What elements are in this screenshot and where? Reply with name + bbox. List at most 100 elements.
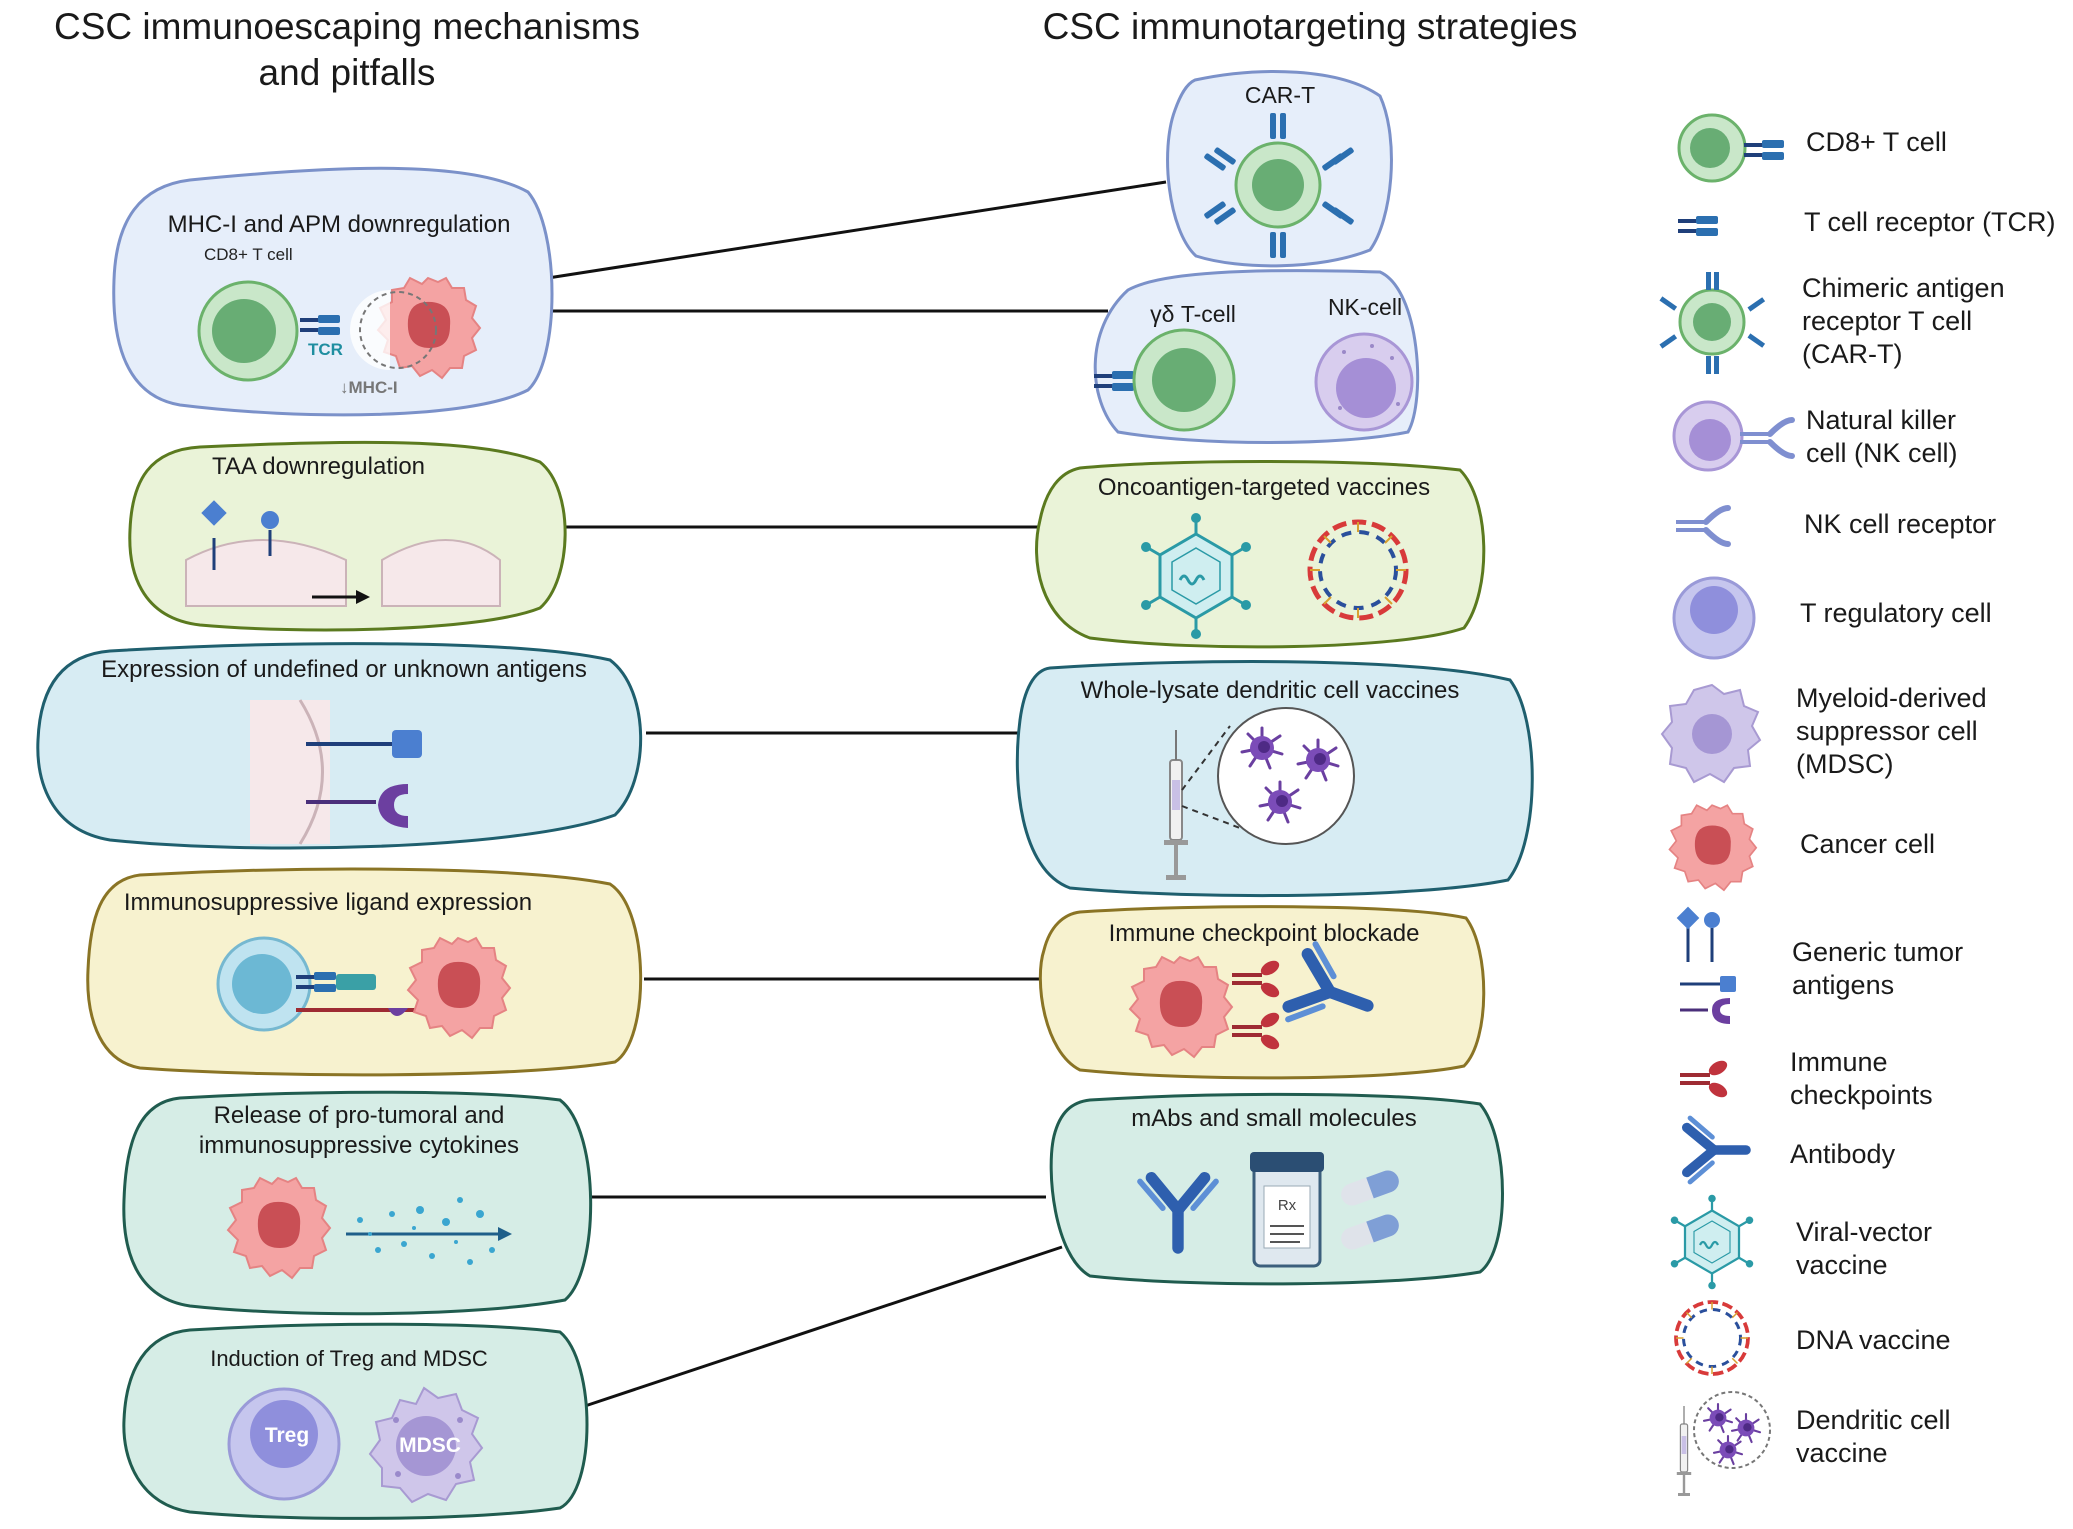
panel-title-mhc: MHC-I and APM downregulation bbox=[167, 211, 511, 238]
cytokine-release-illustration bbox=[227, 1177, 512, 1279]
taa-cell-after bbox=[381, 539, 501, 607]
legend-tumor-antigen-icon bbox=[1676, 906, 1736, 1024]
rx-label: Rx bbox=[1278, 1197, 1297, 1214]
panel-title-ligand: Immunosuppressive ligand expression bbox=[123, 889, 533, 916]
legend-label-line: antigens bbox=[1792, 970, 1895, 1000]
treg-cell-illustration bbox=[227, 1387, 341, 1501]
legend-label-line: Chimeric antigen bbox=[1802, 273, 2005, 303]
panel-title-taa: TAA downregulation bbox=[212, 453, 426, 480]
panel-title-mabs: mAbs and small molecules bbox=[1131, 1105, 1417, 1132]
legend-label-line: Myeloid-derived bbox=[1796, 683, 1987, 713]
legend-label-line: Immune bbox=[1790, 1047, 1888, 1077]
legend-label-nk-receptor: NK cell receptor bbox=[1804, 508, 1996, 541]
panel-title-nk: NK-cell bbox=[1327, 294, 1403, 320]
panel-title-gd-t: γδ T-cell bbox=[1150, 301, 1236, 327]
legend-label-line: vaccine bbox=[1796, 1250, 1888, 1280]
left-heading-line2: and pitfalls bbox=[258, 52, 436, 93]
connector-treg-mabs bbox=[584, 1245, 1063, 1408]
mdsc-cell-illustration bbox=[368, 1386, 484, 1504]
legend-antibody-icon bbox=[1687, 1118, 1746, 1182]
cancer-cell-illustration bbox=[350, 277, 481, 379]
panel-title-cytokines-line2: immunosuppressive cytokines bbox=[198, 1132, 520, 1159]
right-heading: CSC immunotargeting strategies bbox=[1042, 6, 1578, 47]
legend-label-line: DNA vaccine bbox=[1796, 1325, 1951, 1355]
legend-icons bbox=[1659, 113, 1792, 1497]
legend-nk-receptor-icon bbox=[1676, 508, 1728, 544]
panel-title-dc-vaccines: Whole-lysate dendritic cell vaccines bbox=[1080, 677, 1460, 704]
legend-cd8-t-cell-icon bbox=[1677, 113, 1784, 183]
panel-title-treg-mdsc: Induction of Treg and MDSC bbox=[210, 1346, 488, 1371]
dc-vaccine-illustration bbox=[1163, 707, 1355, 881]
left-heading: CSC immunoescaping mechanisms and pitfal… bbox=[0, 4, 694, 96]
legend-label-line: checkpoints bbox=[1790, 1080, 1933, 1110]
legend-dna-vaccine-icon bbox=[1674, 1300, 1750, 1376]
legend-label-line: Antibody bbox=[1790, 1139, 1896, 1169]
legend-label-line: suppressor cell bbox=[1796, 716, 1978, 746]
panel-mhc-downregulation bbox=[112, 166, 554, 417]
label-tcr: TCR bbox=[308, 340, 343, 359]
legend-label-line: NK cell receptor bbox=[1804, 509, 1997, 539]
legend-mdsc-icon bbox=[1660, 683, 1762, 784]
arrow-icon bbox=[312, 590, 370, 604]
label-cd8-t-cell: CD8+ T cell bbox=[204, 245, 293, 264]
panel-cytokines bbox=[122, 1090, 593, 1316]
panel-title-cytokines-line1: Release of pro-tumoral and bbox=[213, 1102, 505, 1129]
mabs-illustration bbox=[1140, 1152, 1399, 1268]
panel-title-oncoantigen: Oncoantigen-targeted vaccines bbox=[1097, 474, 1431, 501]
left-heading-line1: CSC immunoescaping mechanisms bbox=[53, 6, 641, 47]
car-t-illustration bbox=[1204, 113, 1354, 258]
legend-label-line: Natural killer bbox=[1806, 405, 1957, 435]
legend-label-line: Dendritic cell bbox=[1796, 1405, 1951, 1435]
panel-immunosuppressive-ligand bbox=[86, 867, 643, 1077]
legend-label-treg: T regulatory cell bbox=[1800, 597, 1992, 630]
panel-title-undefined-antigens: Expression of undefined or unknown antig… bbox=[101, 656, 587, 683]
legend-dendritic-vaccine-icon bbox=[1676, 1391, 1771, 1497]
legend-label-line: (CAR-T) bbox=[1802, 339, 1903, 369]
legend-immune-checkpoint-icon bbox=[1680, 1057, 1730, 1101]
cd8-t-cell-illustration bbox=[197, 280, 340, 382]
legend-label-antibody: Antibody bbox=[1790, 1138, 1895, 1171]
panel-title-checkpoint: Immune checkpoint blockade bbox=[1108, 920, 1420, 947]
legend-label-dna-vaccine: DNA vaccine bbox=[1796, 1324, 1951, 1357]
legend-treg-icon bbox=[1672, 576, 1756, 660]
legend-car-t-icon bbox=[1659, 272, 1766, 374]
legend-label-line: Generic tumor bbox=[1792, 937, 1964, 967]
legend-label-cancer-cell: Cancer cell bbox=[1800, 828, 1935, 861]
legend-nk-cell-icon bbox=[1672, 400, 1792, 472]
gd-t-cell-illustration bbox=[1094, 328, 1236, 432]
nk-cell-illustration bbox=[1314, 332, 1414, 432]
treg-label: Treg bbox=[265, 1424, 309, 1447]
taa-cell-before bbox=[185, 500, 347, 607]
mdsc-label: MDSC bbox=[399, 1434, 461, 1457]
legend-label-line: Viral-vector bbox=[1796, 1217, 1933, 1247]
legend-label-line: T regulatory cell bbox=[1800, 598, 1992, 628]
legend-label-line: Cancer cell bbox=[1800, 829, 1936, 859]
connector-lines bbox=[547, 180, 1167, 1408]
legend-label-line: (MDSC) bbox=[1796, 749, 1894, 779]
label-mhc-i: ↓MHC-I bbox=[340, 378, 398, 397]
connector-mhc-cart bbox=[547, 180, 1167, 280]
panel-title-car-t: CAR-T bbox=[1244, 82, 1316, 108]
legend-label-tcr: T cell receptor (TCR) bbox=[1804, 206, 2056, 239]
legend-viral-vector-icon bbox=[1669, 1193, 1755, 1291]
legend-tcr-icon bbox=[1678, 216, 1718, 236]
legend-label-line: T cell receptor (TCR) bbox=[1804, 207, 2056, 237]
legend-label-line: receptor T cell bbox=[1802, 306, 1973, 336]
undefined-antigen-cell bbox=[250, 699, 422, 845]
panel-oncoantigen-vaccines bbox=[1035, 460, 1486, 649]
legend-label-line: cell (NK cell) bbox=[1806, 438, 1958, 468]
panel-title-cytokines: Release of pro-tumoral and immunosuppres… bbox=[124, 1101, 594, 1161]
legend-cancer-cell-icon bbox=[1668, 804, 1758, 892]
legend-label-line: CD8+ T cell bbox=[1806, 127, 1947, 157]
ligand-t-cell-illustration bbox=[216, 936, 511, 1039]
legend-label-line: vaccine bbox=[1796, 1438, 1888, 1468]
